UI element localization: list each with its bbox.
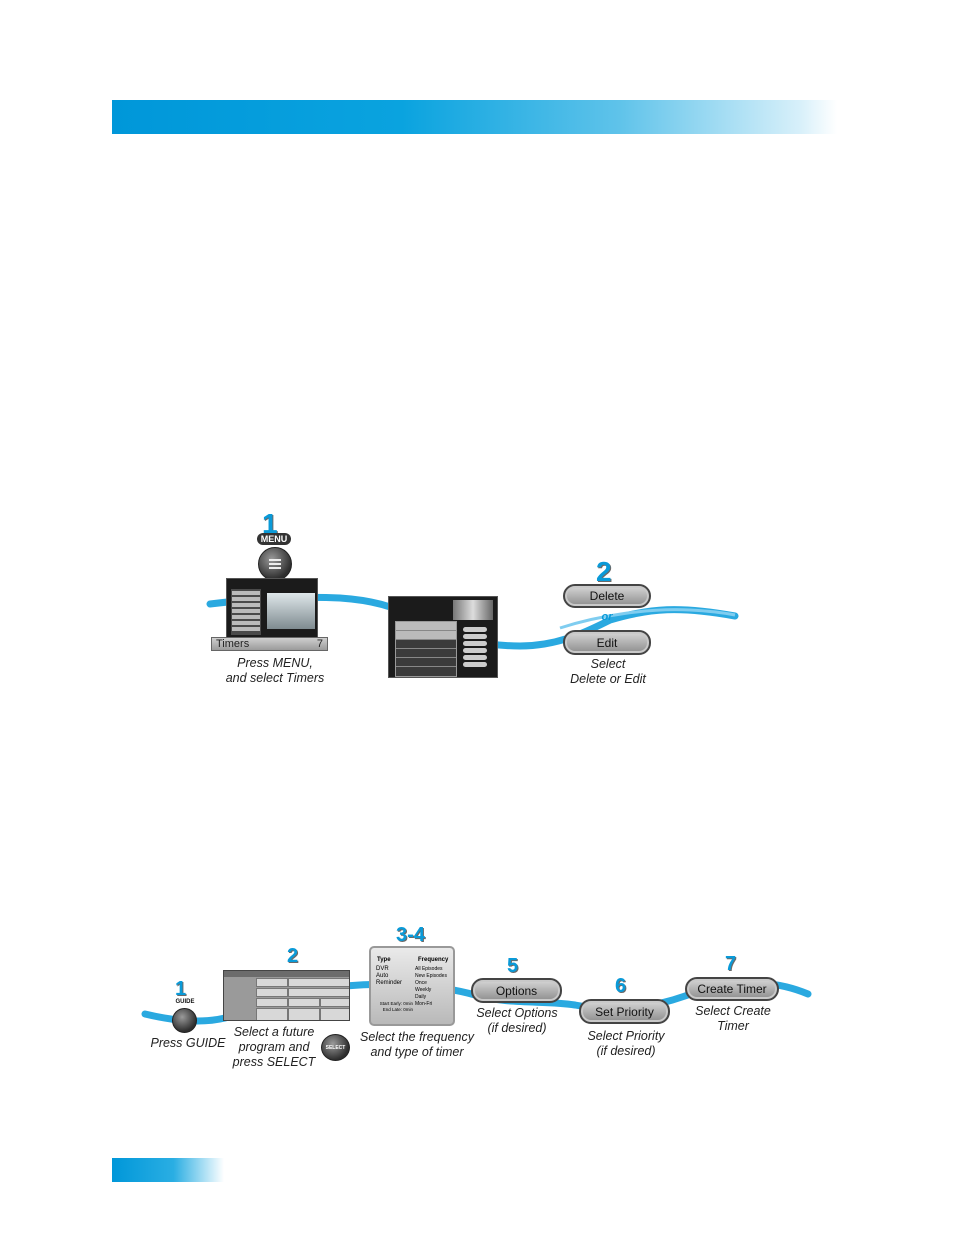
step2-caption: Select Delete or Edit: [570, 657, 646, 686]
frequency-option[interactable]: New Episodes: [415, 973, 447, 979]
step6-caption: Select Priority (if desired): [587, 1029, 665, 1058]
frequency-option[interactable]: Once: [415, 980, 427, 986]
step2b-caption: Select a future program and press SELECT: [232, 1025, 316, 1069]
step34-caption: Select the frequency and type of timer: [360, 1030, 474, 1059]
options-button[interactable]: Options: [471, 978, 562, 1003]
frequency-option[interactable]: Mon-Fri: [415, 1001, 433, 1007]
step7-caption: Select Create Timer: [695, 1004, 771, 1033]
frequency-option[interactable]: Daily: [415, 994, 427, 1000]
step-number-2b: 2: [287, 945, 299, 967]
create-timer-button[interactable]: Create Timer: [685, 977, 779, 1001]
frequency-option[interactable]: All Episodes: [415, 966, 443, 972]
padding-settings: Start Early: 0min End Late: 0min: [379, 1001, 413, 1012]
timers-menu-item[interactable]: Timers 7: [211, 637, 328, 651]
step-number-2: 2: [596, 556, 612, 587]
timer-options-panel: Type Frequency DVR Auto Reminder All Epi…: [369, 946, 455, 1026]
guide-caption: Press GUIDE: [150, 1036, 226, 1050]
menu-button[interactable]: [258, 547, 292, 581]
guide-label: GUIDE: [175, 999, 195, 1005]
delete-button[interactable]: Delete: [563, 584, 651, 608]
frequency-option[interactable]: Weekly: [415, 987, 432, 993]
edit-button[interactable]: Edit: [563, 630, 651, 655]
frequency-header: Frequency: [418, 957, 449, 963]
or-label: or: [601, 611, 613, 623]
frequency-list[interactable]: All Episodes New Episodes Once Weekly Da…: [415, 966, 452, 1008]
step-number-6: 6: [615, 975, 627, 997]
step5-caption: Select Options (if desired): [476, 1006, 558, 1035]
select-button-icon[interactable]: SELECT: [321, 1034, 350, 1061]
step-number-1b: 1: [175, 978, 187, 1000]
set-priority-button[interactable]: Set Priority: [579, 999, 670, 1024]
timers-list-screenshot: [388, 596, 498, 678]
step-number-7: 7: [725, 953, 737, 975]
step1-caption: Press MENU, and select Timers: [225, 656, 325, 685]
step-number-3-4: 3-4: [396, 924, 425, 946]
type-header: Type: [377, 957, 391, 963]
timers-number: 7: [316, 638, 323, 650]
type-option[interactable]: DVR: [376, 966, 389, 972]
menu-icon: [269, 559, 281, 569]
type-list[interactable]: DVR Auto Reminder: [376, 966, 410, 987]
menu-label-badge: MENU: [257, 533, 291, 545]
timers-label: Timers: [216, 638, 250, 650]
guide-button-icon[interactable]: [172, 1008, 197, 1033]
footer-bar: [112, 1158, 224, 1182]
type-option[interactable]: Auto: [376, 973, 389, 979]
type-option[interactable]: Reminder: [376, 980, 403, 986]
main-menu-screenshot: [226, 578, 318, 638]
header-bar: [112, 100, 837, 134]
step-number-1: 1: [262, 508, 278, 539]
step-number-5: 5: [507, 955, 519, 977]
program-guide-screenshot: [223, 970, 350, 1021]
